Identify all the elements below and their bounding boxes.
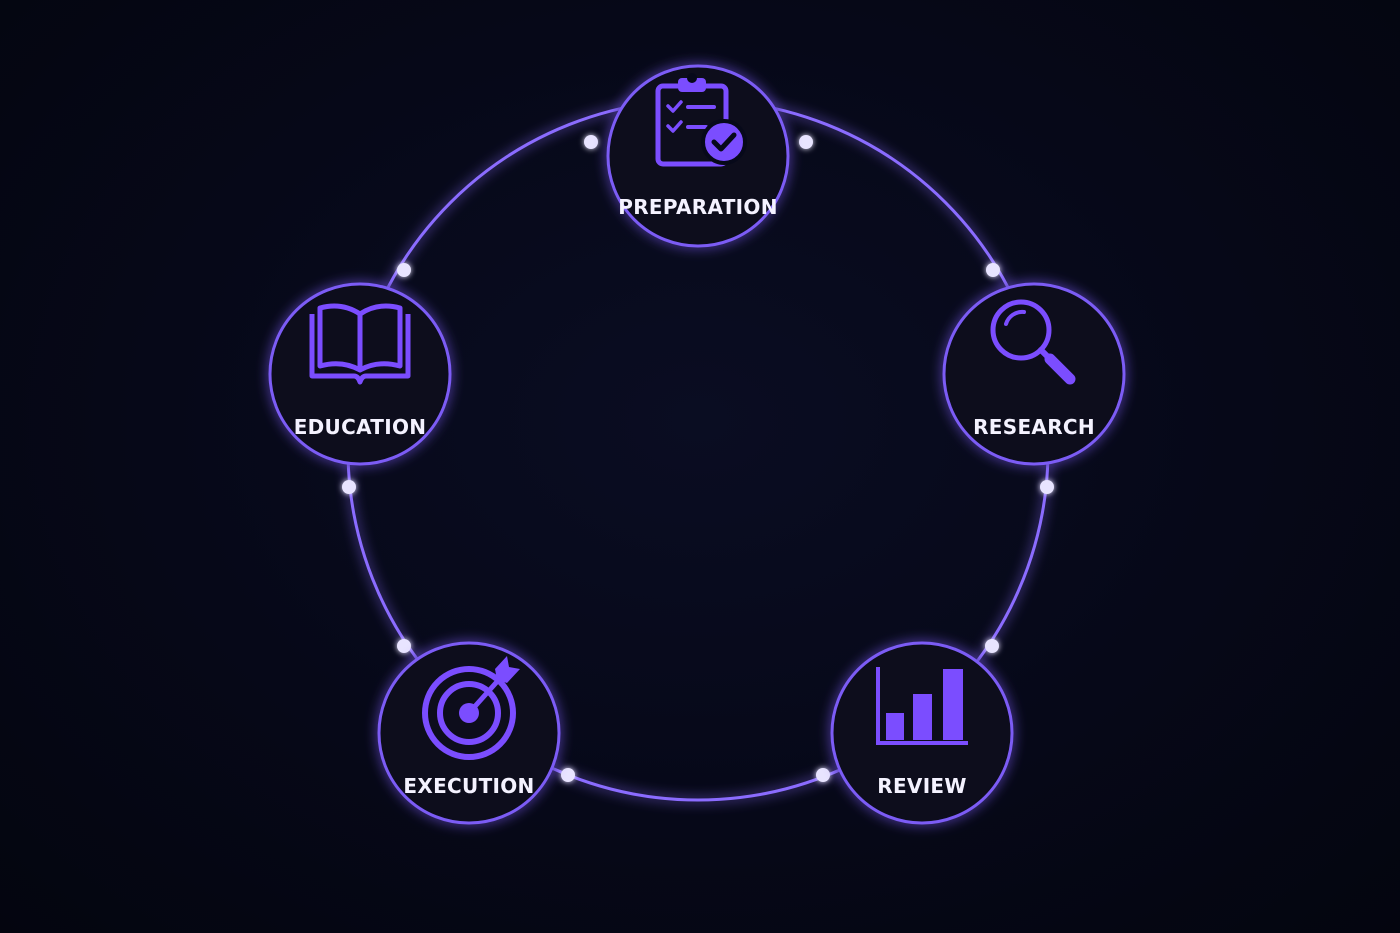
connector-dot [799,135,813,149]
stage-node-review: REVIEW [830,641,1014,825]
connector-dot [397,263,411,277]
stage-label-research: RESEARCH [973,415,1095,439]
clipboard-check-icon [655,73,747,167]
bar-chart-icon [876,667,968,745]
connector-dot [584,135,598,149]
stage-node-preparation: PREPARATION [606,64,790,248]
stage-node-execution: EXECUTION [377,641,561,825]
stage-label-preparation: PREPARATION [618,195,777,219]
connector-dots [342,135,1054,782]
connector-dot [986,263,1000,277]
connector-dot [1040,480,1054,494]
connector-dot [342,480,356,494]
stage-label-execution: EXECUTION [403,774,534,798]
connector-dot [397,639,411,653]
connector-dot [985,639,999,653]
connector-dot [561,768,575,782]
connector-dot [816,768,830,782]
target-arrow-icon [422,656,520,760]
stage-node-education: EDUCATION [268,282,452,466]
open-book-icon [309,303,411,385]
stage-label-education: EDUCATION [294,415,427,439]
magnifying-glass-icon [990,299,1076,385]
stage-node-research: RESEARCH [942,282,1126,466]
stage-label-review: REVIEW [877,774,967,798]
